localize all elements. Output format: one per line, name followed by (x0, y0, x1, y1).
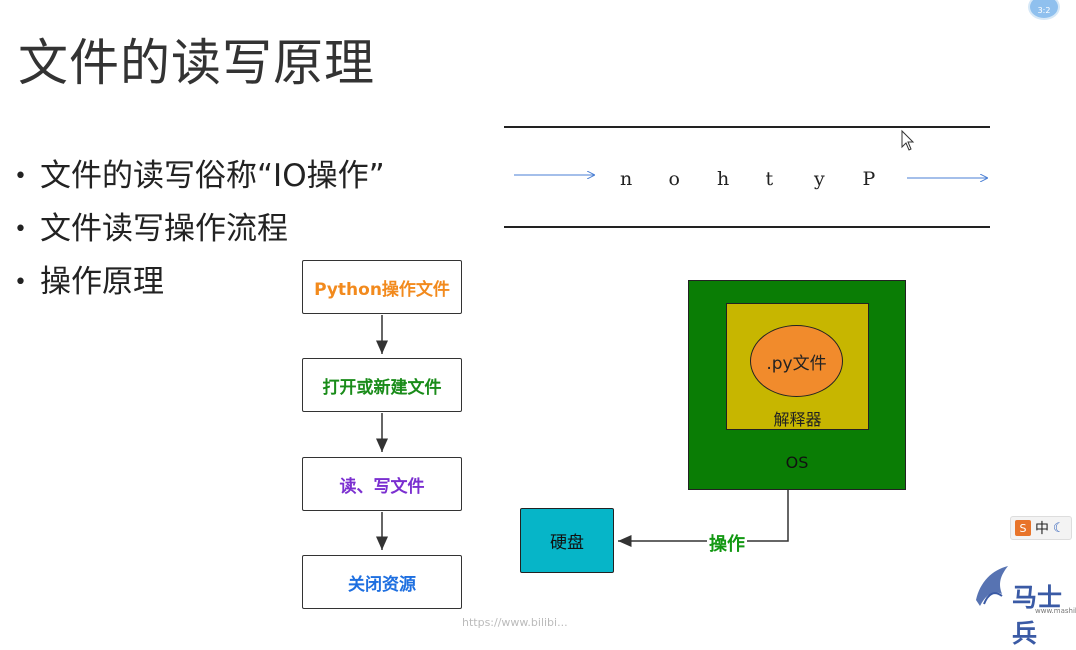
py-file-ellipse: .py文件 (750, 325, 843, 397)
stream-letter: h (717, 168, 730, 190)
bullet-dot: • (14, 217, 27, 242)
ime-indicator[interactable]: S 中 ☾ (1010, 516, 1072, 540)
bullet-text: 文件的读写俗称“IO操作” (40, 158, 385, 194)
stream-letter: n (620, 168, 633, 190)
slide-title: 文件的读写原理 (18, 34, 375, 92)
stream-letter: y (814, 168, 825, 190)
interpreter-label: 解释器 (773, 410, 822, 429)
bullet-dot: • (14, 164, 27, 189)
corner-badge[interactable]: 3:2 (1028, 0, 1060, 20)
moon-icon: ☾ (1053, 520, 1065, 536)
bullet-item: • 文件读写操作流程 (14, 203, 385, 256)
flow-step-open: 打开或新建文件 (302, 358, 462, 412)
flow-step-python: Python操作文件 (302, 260, 462, 314)
corner-badge-text: 3:2 (1037, 6, 1051, 15)
ime-logo-icon: S (1015, 520, 1031, 536)
operation-label: 操作 (707, 530, 747, 556)
bullet-text: 操作原理 (40, 264, 164, 300)
flow-step-readwrite: 读、写文件 (302, 457, 462, 511)
bullet-dot: • (14, 270, 27, 295)
diagram-lines (376, 126, 990, 550)
bullet-item: • 文件的读写俗称“IO操作” (14, 150, 385, 203)
bullet-text: 文件读写操作流程 (40, 211, 288, 247)
stream-letters: n o h t y P (620, 168, 911, 190)
interpreter-box: 解释器 (726, 303, 869, 430)
stream-letter: P (862, 168, 876, 190)
os-label: OS (785, 453, 809, 472)
disk-label: 硬盘 (550, 533, 584, 553)
bullet-list: • 文件的读写俗称“IO操作” • 文件读写操作流程 • 操作原理 (14, 150, 385, 309)
mouse-cursor-icon (901, 129, 915, 151)
bullet-item: • 操作原理 (14, 256, 385, 309)
py-file-label: .py文件 (766, 353, 827, 374)
brand-url: www.mashib (1035, 607, 1076, 615)
stream-letter: o (668, 168, 680, 190)
brand-logo-icon (976, 566, 1008, 606)
os-to-disk-arrow (618, 490, 789, 547)
stream-letter: t (765, 168, 774, 190)
ime-mode-label: 中 (1035, 521, 1049, 537)
flow-step-close: 关闭资源 (302, 555, 462, 609)
watermark-url: https://www.bilibi... (462, 616, 568, 629)
disk-box: 硬盘 (520, 508, 614, 573)
